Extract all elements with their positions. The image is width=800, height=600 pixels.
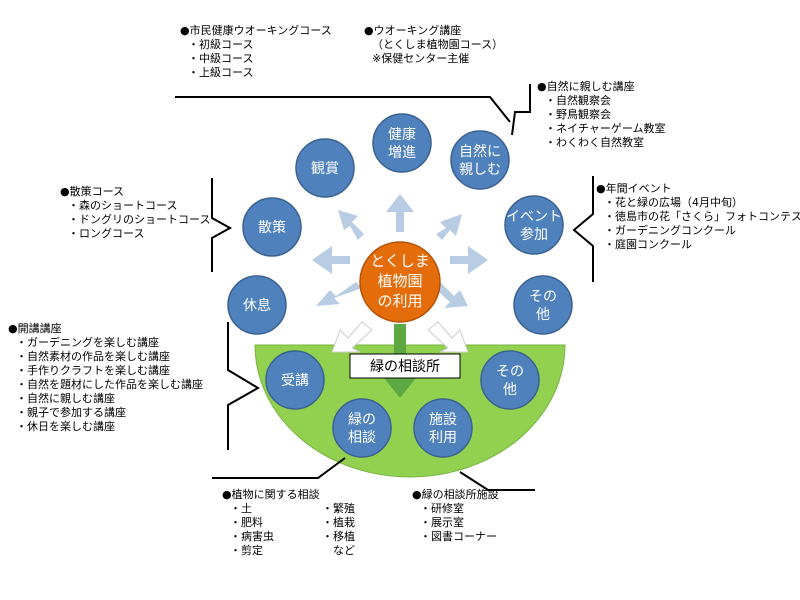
arrow-up-left [338, 210, 364, 240]
arrow-up [386, 194, 414, 232]
svg-text:観賞: 観賞 [311, 160, 339, 177]
center-line-1: とくしま [370, 252, 430, 270]
connector-lines [175, 84, 594, 491]
circle-shizen: 自然に 親しむ [450, 130, 510, 190]
svg-text:イベント: イベント [506, 209, 562, 225]
bracket-stroll [211, 178, 233, 272]
arrow-down-left [316, 282, 362, 306]
circle-sansaku: 散策 [242, 197, 302, 257]
circle-shisetsu: 施設 利用 [413, 398, 473, 458]
consult-box: 緑の相談所 [349, 353, 461, 379]
plant-consult-note: ●植物に関する相談 ・土 ・肥料 ・病害虫 ・剪定 ・繁殖 ・植栽 ・移植 など [222, 488, 355, 557]
bracket-bottom-right [459, 471, 535, 491]
bracket-event [572, 176, 594, 282]
svg-text:その: その [529, 289, 557, 305]
svg-text:散策: 散策 [258, 219, 286, 236]
consult-box-label: 緑の相談所 [370, 359, 440, 375]
svg-text:緑の: 緑の [348, 412, 376, 428]
arrow-up-right [436, 214, 462, 240]
radial-arrows [312, 194, 488, 308]
svg-text:利用: 利用 [429, 430, 457, 446]
svg-text:健康: 健康 [388, 126, 416, 143]
events-note: ●年間イベント ・花と緑の広場（4月中旬） ・徳島市の花「さくら」フォトコンテス… [596, 182, 800, 251]
nature-note: ●自然に親しむ講座 ・自然観察会 ・野鳥観察会 ・ネイチャーゲーム教室 ・わくわ… [537, 80, 666, 149]
circle-sonota1: その 他 [513, 275, 573, 335]
stroll-note: ●散策コース ・森のショートコース ・ドングリのショートコース ・ロングコース [60, 185, 211, 240]
circle-kenko: 健康 増進 [372, 113, 432, 173]
lectures-note: ●開講講座 ・ガーデニングを楽しむ講座 ・自然素材の作品を楽しむ講座 ・手作りク… [8, 322, 203, 433]
walking-lecture-note: ●ウオーキング講座 （とくしま植物園コース） ※保健センター主催 [364, 24, 504, 65]
svg-text:増進: 増進 [388, 145, 416, 161]
svg-text:施設: 施設 [429, 412, 457, 428]
circle-sonota2: その 他 [480, 350, 540, 410]
arrow-right [450, 246, 488, 274]
circle-jukou: 受講 [265, 350, 325, 410]
arrow-down-right [434, 282, 468, 308]
plant-consult-col1: ・土 ・肥料 ・病害虫 ・剪定 [230, 502, 274, 557]
center-line-3: の利用 [377, 292, 422, 310]
circle-midori: 緑の 相談 [332, 398, 392, 458]
plant-consult-col2: ・繁殖 ・植栽 ・移植 など [322, 502, 355, 557]
svg-text:自然に: 自然に [459, 143, 501, 160]
bracket-bottom-left [212, 457, 346, 479]
bracket-nature [511, 84, 531, 136]
svg-text:親しむ: 親しむ [459, 162, 501, 178]
walking-course-note: ●市民健康ウオーキングコース ・初級コース ・中級コース ・上級コース [180, 24, 332, 79]
svg-text:参加: 参加 [520, 226, 548, 243]
center-line-2: 植物園 [377, 272, 422, 290]
bracket-top [175, 96, 511, 123]
svg-text:その: その [496, 364, 524, 380]
circle-kansho: 観賞 [295, 138, 355, 198]
svg-text:休息: 休息 [243, 297, 271, 314]
bracket-lectures [227, 322, 260, 450]
circle-event: イベント 参加 [504, 195, 564, 255]
outline-arrows [331, 321, 469, 353]
arrow-left [312, 246, 350, 274]
center-circle: とくしま 植物園 の利用 [359, 241, 441, 323]
svg-text:相談: 相談 [348, 430, 376, 446]
circle-kyusoku: 休息 [227, 275, 287, 335]
svg-text:他: 他 [536, 307, 550, 323]
svg-text:受講: 受講 [281, 373, 309, 389]
facilities-note: ●緑の相談所施設 ・研修室 ・展示室 ・図書コーナー [412, 488, 499, 543]
svg-text:他: 他 [503, 382, 517, 398]
